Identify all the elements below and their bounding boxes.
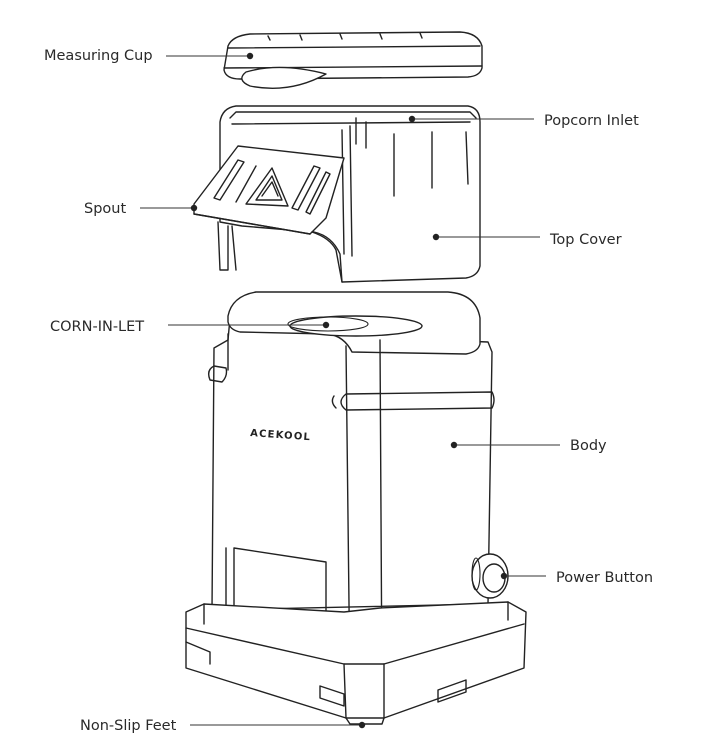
brand-logo: ACEKOOL <box>250 428 312 443</box>
top-cover <box>193 105 481 283</box>
corn-in-let-label: CORN-IN-LET <box>50 319 144 335</box>
measuring-cup <box>223 31 483 89</box>
measuring-cup-label: Measuring Cup <box>44 48 153 64</box>
label-spout: Spout <box>84 201 198 217</box>
label-corn-in-let: CORN-IN-LET <box>50 319 330 335</box>
top-cover-label: Top Cover <box>549 232 622 248</box>
label-body: Body <box>450 438 607 454</box>
label-popcorn-inlet: Popcorn Inlet <box>408 113 639 129</box>
label-top-cover: Top Cover <box>432 232 622 248</box>
power-button-label: Power Button <box>556 570 653 586</box>
spout-label: Spout <box>84 201 126 217</box>
body: ACEKOOL <box>185 291 527 725</box>
non-slip-feet-label: Non-Slip Feet <box>80 718 177 734</box>
label-power-button: Power Button <box>500 570 653 586</box>
label-non-slip-feet: Non-Slip Feet <box>80 718 366 734</box>
body-label: Body <box>570 438 607 454</box>
popcorn-inlet-label: Popcorn Inlet <box>544 113 639 129</box>
label-measuring-cup: Measuring Cup <box>44 48 254 64</box>
